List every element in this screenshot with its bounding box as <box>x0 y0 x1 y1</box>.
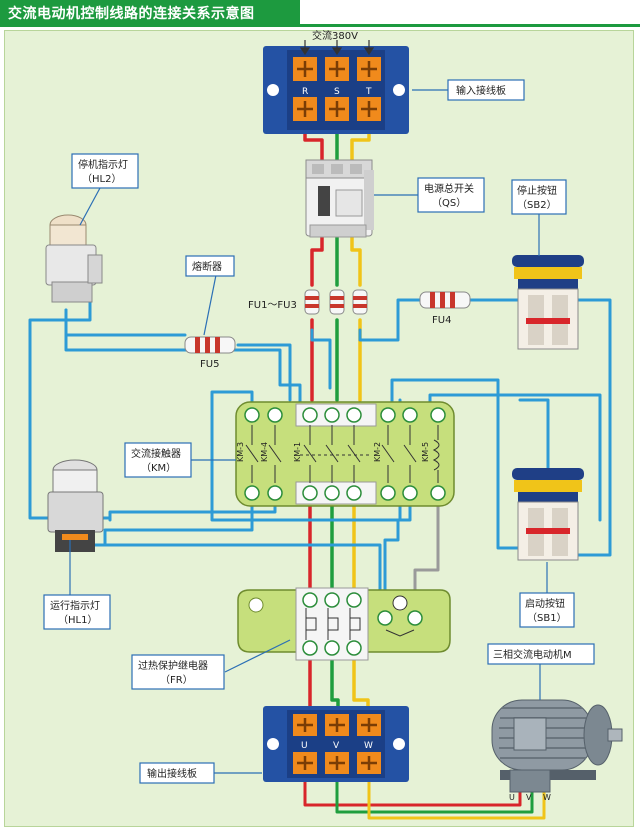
km-tag-4: KM-4 <box>260 442 269 462</box>
callout-motor: 三相交流电动机M <box>487 643 595 665</box>
svg-text:（FR）: （FR） <box>160 674 193 686</box>
stop-indicator-lamp-hl2 <box>45 214 103 303</box>
fr-screws <box>302 592 423 656</box>
terminal-tag-u: U <box>301 741 308 751</box>
callouts: 输入接线板 电源总开关 （QS） 停机指示灯 （HL2） 熔断器 停止按钮 （S… <box>43 79 595 784</box>
svg-text:停机指示灯: 停机指示灯 <box>78 158 128 171</box>
callout-output-terminal: 输出接线板 <box>139 762 215 784</box>
callout-hl2: 停机指示灯 （HL2） <box>71 153 139 189</box>
svg-text:（SB2）: （SB2） <box>517 199 557 211</box>
terminal-tag-s: S <box>334 87 340 97</box>
svg-text:三相交流电动机M: 三相交流电动机M <box>493 648 572 661</box>
wire-gray-coil-fr <box>413 496 440 602</box>
motor-tag-u: U <box>509 793 515 802</box>
contactor-km: KM-3 KM-4 KM-1 KM-2 KM-5 <box>235 401 455 507</box>
svg-text:输入接线板: 输入接线板 <box>456 84 506 97</box>
wire-green-motor <box>335 768 534 814</box>
diagram-title: 交流电动机控制线路的连接关系示意图 <box>8 6 255 22</box>
terminal-tag-v: V <box>333 741 340 751</box>
mount-hole <box>267 738 279 750</box>
stop-button-sb2 <box>512 255 584 350</box>
fuse-fu2 <box>329 289 345 315</box>
svg-text:过热保护继电器: 过热保护继电器 <box>138 659 208 672</box>
mount-hole <box>393 738 405 750</box>
km-screws <box>244 407 446 501</box>
svg-text:停止按钮: 停止按钮 <box>517 184 557 197</box>
svg-text:（HL2）: （HL2） <box>82 173 121 185</box>
motor-tag-w: W <box>543 793 551 802</box>
callout-qs: 电源总开关 （QS） <box>417 177 485 213</box>
qs-lever <box>318 186 330 216</box>
km-contact-symbols <box>245 425 440 483</box>
callout-input-terminal: 输入接线板 <box>447 79 525 101</box>
callout-sb1: 启动按钮 （SB1） <box>519 592 575 628</box>
run-indicator-lamp-hl1 <box>47 459 104 552</box>
input-terminal-board: R S T 交流380V <box>263 29 409 134</box>
mount-hole <box>393 84 405 96</box>
start-button-sb1 <box>512 468 584 561</box>
km-tag-5: KM-5 <box>421 442 430 462</box>
km-board <box>235 401 455 507</box>
fuses-fu1-fu3 <box>304 289 368 315</box>
supply-arrows <box>299 40 375 56</box>
svg-text:交流接触器: 交流接触器 <box>131 447 181 460</box>
motor-tag-v: V <box>526 793 532 802</box>
callout-sb2: 停止按钮 （SB2） <box>511 179 567 215</box>
svg-text:运行指示灯: 运行指示灯 <box>50 599 100 612</box>
km-tag-2: KM-2 <box>373 442 382 462</box>
wire-yellow-qs-fuse <box>350 233 362 287</box>
main-switch-qs <box>305 159 374 238</box>
callout-hl1: 运行指示灯 （HL1） <box>43 594 111 630</box>
fu1-fu3-label: FU1～FU3 <box>248 300 297 311</box>
terminal-tag-r: R <box>302 87 308 97</box>
fu5-label: FU5 <box>200 359 219 370</box>
svg-text:（HL1）: （HL1） <box>58 614 97 626</box>
mount-hole <box>267 84 279 96</box>
terminal-tag-w: W <box>364 741 373 751</box>
output-screws <box>293 714 381 774</box>
output-terminal-board: U V W <box>263 706 409 782</box>
wire-red-qs-fuse <box>310 233 324 287</box>
three-phase-motor <box>491 699 623 793</box>
callout-leaders <box>69 89 548 774</box>
fu4-label: FU4 <box>432 315 451 326</box>
fuse-fu4 <box>419 291 471 309</box>
wire-red-motor <box>303 768 522 807</box>
svg-text:输出接线板: 输出接线板 <box>147 767 197 780</box>
callout-km: 交流接触器 （KM） <box>124 442 192 478</box>
input-screws <box>293 57 381 121</box>
callout-fuse: 熔断器 <box>185 255 235 277</box>
supply-voltage-label: 交流380V <box>312 29 358 42</box>
fuse-fu3 <box>352 289 368 315</box>
svg-text:电源总开关: 电源总开关 <box>424 182 474 195</box>
wire-yellow-motor <box>367 768 546 820</box>
svg-text:熔断器: 熔断器 <box>192 260 222 273</box>
title-banner: 交流电动机控制线路的连接关系示意图 <box>0 0 640 27</box>
fuse-fu5 <box>184 336 236 354</box>
svg-text:（SB1）: （SB1） <box>527 612 567 624</box>
km-tag-3: KM-3 <box>236 442 245 462</box>
thermal-relay-fr <box>237 587 451 661</box>
fr-contact-symbols <box>305 595 415 640</box>
km-tag-1: KM-1 <box>293 442 302 462</box>
terminal-tag-t: T <box>365 87 372 97</box>
svg-text:（QS）: （QS） <box>432 197 466 209</box>
callout-fr: 过热保护继电器 （FR） <box>131 654 225 690</box>
svg-text:（KM）: （KM） <box>141 462 176 474</box>
fuse-fu1 <box>304 289 320 315</box>
svg-text:启动按钮: 启动按钮 <box>525 597 565 610</box>
